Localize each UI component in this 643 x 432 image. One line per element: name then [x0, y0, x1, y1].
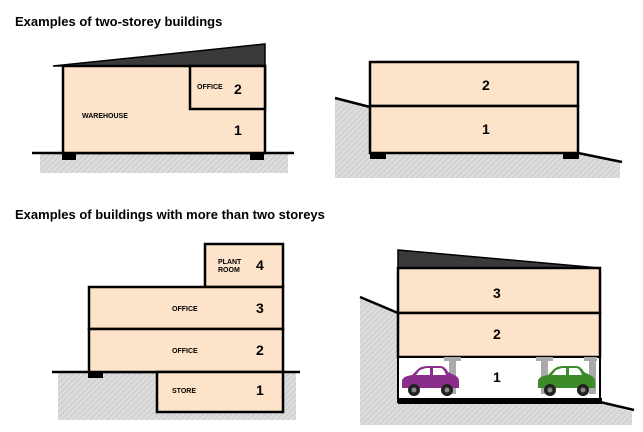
store-label: STORE: [172, 388, 196, 395]
roof: [52, 43, 266, 67]
lower-floor: [368, 104, 580, 155]
plant-room-label: PLANT: [218, 259, 242, 266]
heading-multi-storey: Examples of buildings with more than two…: [15, 207, 325, 222]
warehouse-label: WAREHOUSE: [82, 113, 128, 120]
level-number: 1: [234, 122, 242, 138]
support-column: [584, 357, 597, 361]
support-column: [589, 357, 596, 394]
office-floor-3: [87, 285, 285, 331]
level-number: 2: [493, 326, 501, 342]
ground-line: [599, 400, 635, 412]
plant-room: [203, 242, 285, 289]
ground-slab: [398, 398, 602, 404]
office-label: OFFICE: [197, 84, 223, 91]
office-label: OFFICE: [172, 306, 198, 313]
level-number: 3: [256, 300, 264, 316]
ground-hatch: [335, 98, 620, 178]
store-basement: [155, 370, 285, 414]
footing-left: [370, 152, 386, 159]
diagram-sloped-two-storey: 2 1: [334, 60, 623, 178]
level-number: 4: [256, 257, 264, 273]
support-column: [541, 357, 548, 394]
footing-left: [88, 371, 103, 378]
roof: [397, 249, 601, 269]
plant-room-label: ROOM: [218, 267, 240, 274]
footing-left: [62, 153, 76, 160]
diagram-stacked-offices: PLANT ROOM 4 OFFICE 3 OFFICE 2 STORE 1: [52, 242, 300, 420]
support-column: [444, 357, 461, 361]
support-column: [536, 357, 553, 361]
upper-floor-3: [396, 266, 602, 315]
ground-line: [577, 151, 623, 164]
footing-right: [250, 153, 264, 160]
office-room: [188, 64, 267, 111]
ground-line: [359, 295, 399, 315]
diagram-carpark-building: 3 2 1: [359, 249, 635, 425]
level-number: 2: [256, 342, 264, 358]
level-number: 1: [256, 382, 264, 398]
level-number: 2: [234, 81, 242, 97]
upper-floor: [368, 60, 580, 108]
level-number: 1: [482, 121, 490, 137]
office-label: OFFICE: [172, 348, 198, 355]
office-floor-2: [87, 327, 285, 374]
car-green: [538, 366, 595, 396]
diagram-warehouse: WAREHOUSE OFFICE 2 1: [32, 43, 294, 173]
heading-two-storey: Examples of two-storey buildings: [15, 14, 223, 29]
footing-right: [563, 152, 579, 159]
ground-hatch: [40, 153, 288, 173]
car-purple: [402, 366, 459, 396]
level-number: 2: [482, 77, 490, 93]
level-number: 3: [493, 285, 501, 301]
level-number: 1: [493, 369, 501, 385]
ground-line: [334, 96, 371, 109]
